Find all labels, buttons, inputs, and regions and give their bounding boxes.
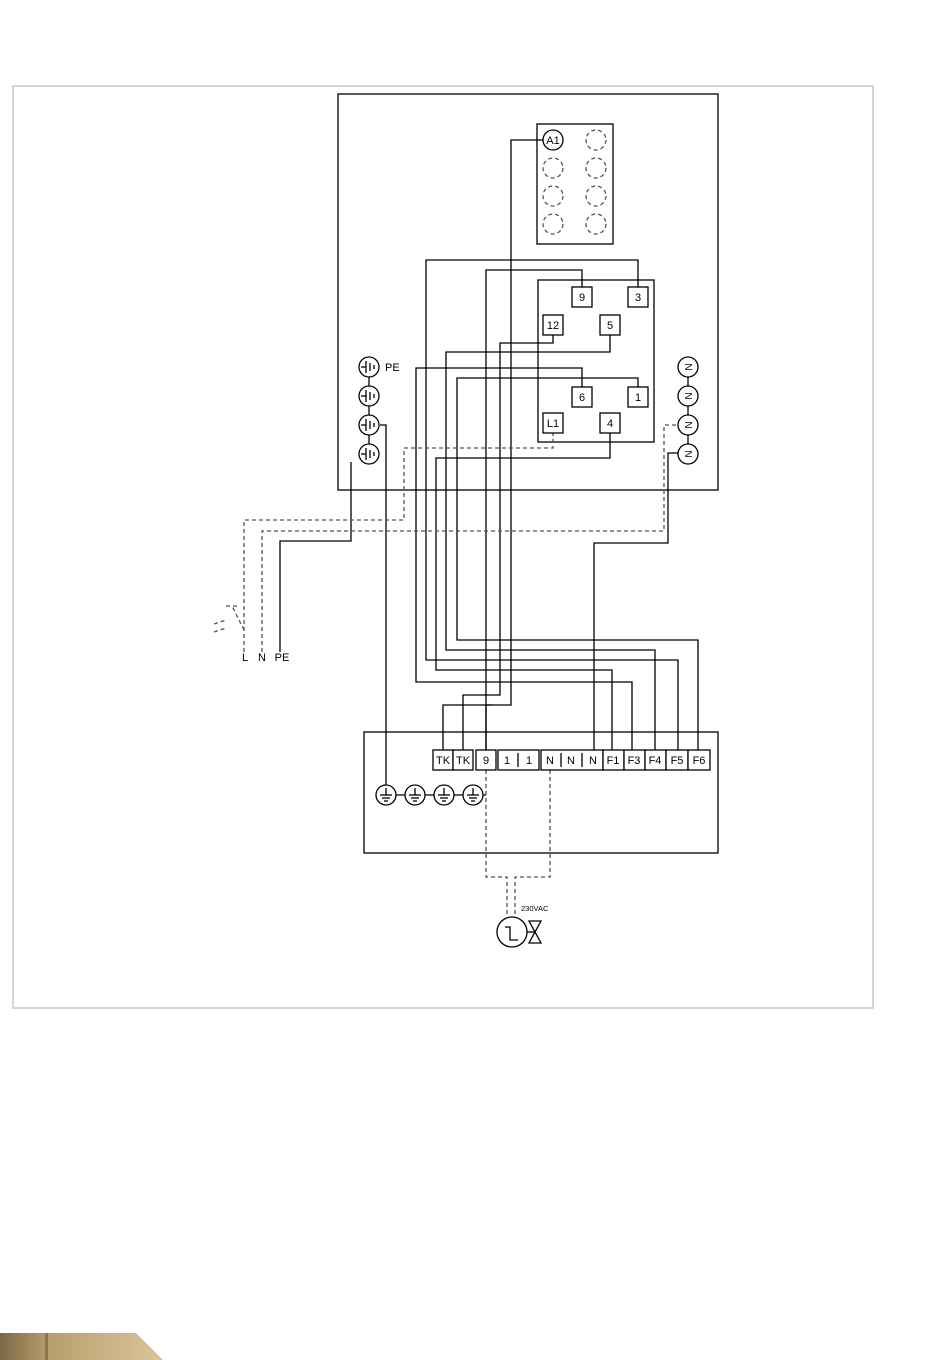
svg-text:3: 3	[635, 292, 641, 304]
svg-text:1: 1	[526, 755, 532, 767]
relay-terminal-l1: L1	[543, 413, 563, 433]
supply-label-l: L	[242, 652, 248, 664]
svg-text:N: N	[567, 755, 575, 767]
svg-text:F4: F4	[649, 755, 662, 767]
svg-text:1: 1	[504, 755, 510, 767]
svg-text:N: N	[684, 421, 695, 428]
svg-text:F1: F1	[607, 755, 620, 767]
svg-text:4: 4	[607, 418, 613, 430]
svg-text:6: 6	[579, 392, 585, 404]
svg-text:N: N	[684, 392, 695, 399]
svg-text:F3: F3	[628, 755, 641, 767]
svg-text:N: N	[684, 363, 695, 370]
svg-text:9: 9	[483, 755, 489, 767]
relay-terminal-1: 1	[628, 387, 648, 407]
relay-terminal-5: 5	[600, 315, 620, 335]
svg-text:N: N	[546, 755, 554, 767]
svg-text:L1: L1	[547, 418, 559, 430]
neutral-terminal-1: N	[678, 357, 698, 377]
earth-icon	[463, 785, 483, 805]
relay-terminal-9: 9	[572, 287, 592, 307]
earth-icon	[376, 785, 396, 805]
neutral-terminal-2: N	[678, 386, 698, 406]
control-unit-box	[338, 94, 718, 490]
ground-icon	[359, 415, 379, 435]
svg-text:F5: F5	[671, 755, 684, 767]
svg-text:N: N	[589, 755, 597, 767]
svg-text:12: 12	[547, 320, 559, 332]
pe-label: PE	[385, 362, 400, 374]
svg-text:5: 5	[607, 320, 613, 332]
terminal-strip: TK TK 9 1 1 N N N F1 F3 F4 F5 F6	[433, 750, 710, 770]
relay-terminal-4: 4	[600, 413, 620, 433]
ground-icon	[359, 444, 379, 464]
svg-text:TK: TK	[456, 755, 471, 767]
footer-decoration	[0, 1333, 163, 1360]
svg-text:N: N	[684, 450, 695, 457]
relay-terminal-3: 3	[628, 287, 648, 307]
earth-icon	[405, 785, 425, 805]
svg-text:1: 1	[635, 392, 641, 404]
wiring-solid	[280, 140, 698, 795]
svg-text:9: 9	[579, 292, 585, 304]
valve-actuator-icon	[497, 917, 541, 947]
earth-icon	[434, 785, 454, 805]
valve-voltage-label: 230VAC	[521, 904, 549, 913]
neutral-terminal-3: N	[678, 415, 698, 435]
supply-label-n: N	[258, 652, 266, 664]
svg-text:F6: F6	[693, 755, 706, 767]
neutral-terminal-4: N	[678, 444, 698, 464]
supply-label-pe: PE	[275, 652, 290, 664]
module-a1-label: A1	[546, 135, 559, 147]
relay-terminal-6: 6	[572, 387, 592, 407]
svg-text:TK: TK	[436, 755, 451, 767]
ground-icon	[359, 386, 379, 406]
earth-terminals	[376, 785, 486, 805]
ground-icon	[359, 357, 379, 377]
relay-terminal-12: 12	[543, 315, 563, 335]
